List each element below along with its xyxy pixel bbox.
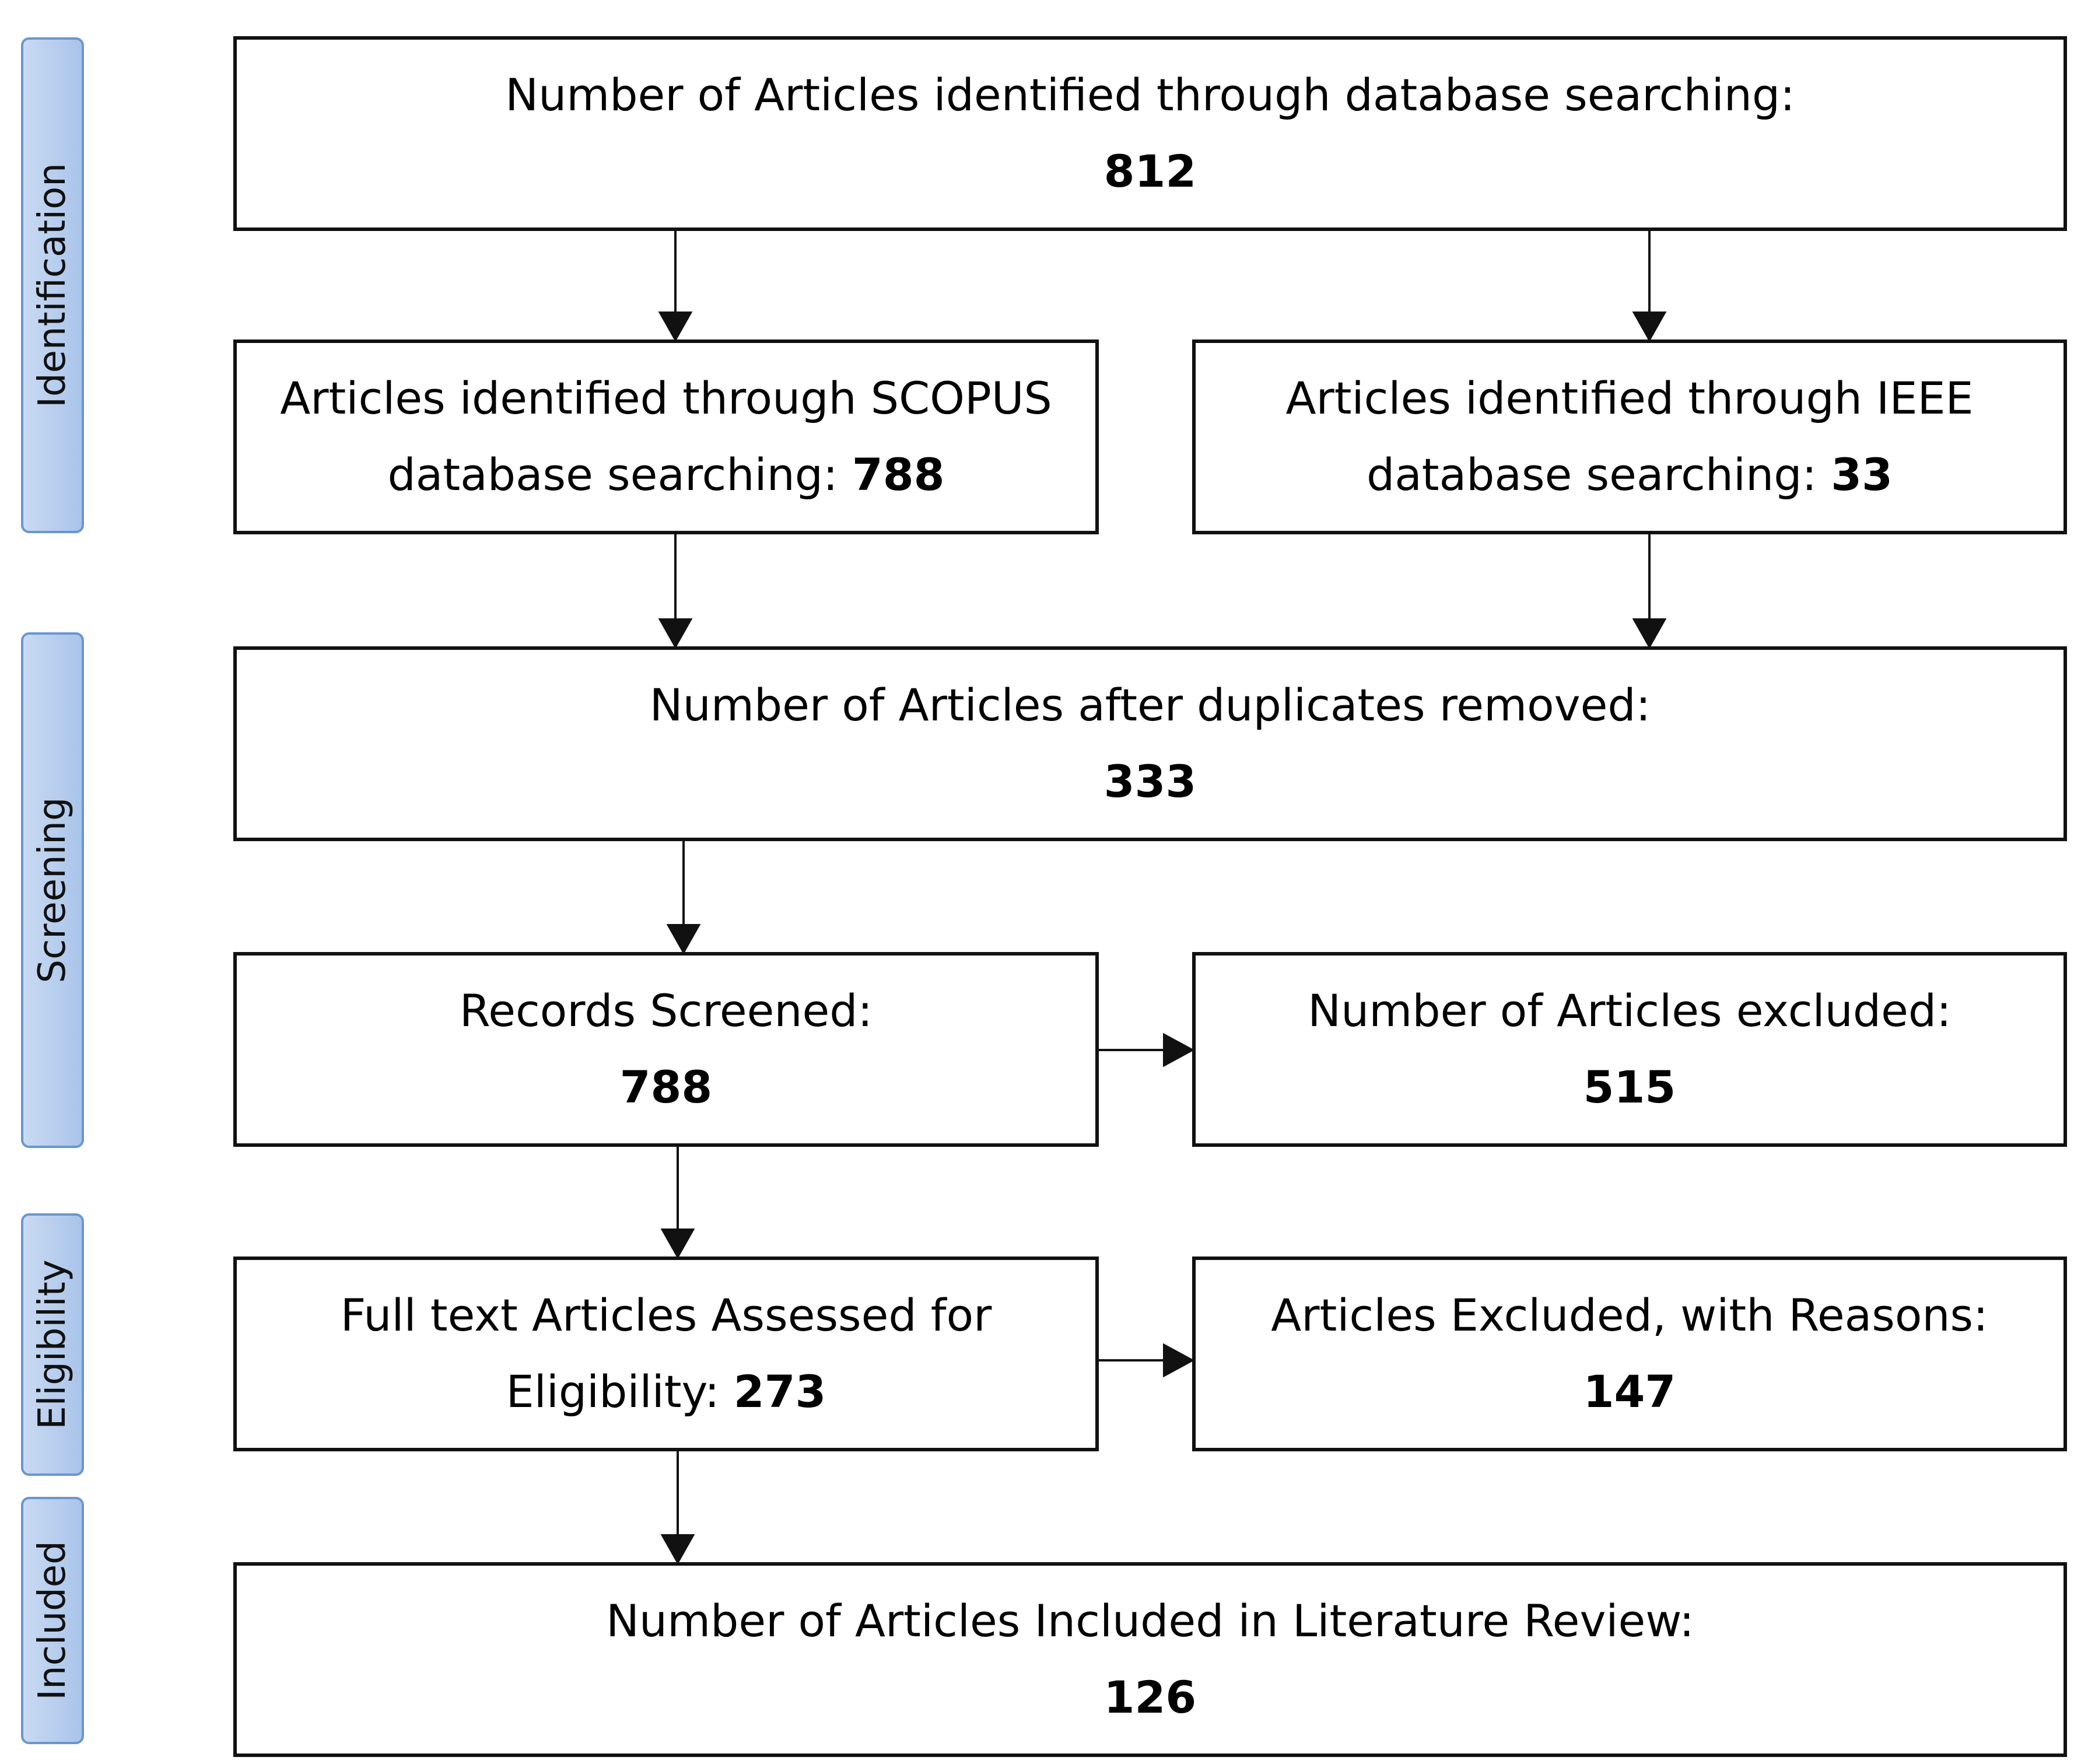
full-text-line2: Eligibility: bbox=[506, 1366, 720, 1418]
box-after-duplicates: Number of Articles after duplicates remo… bbox=[233, 646, 2067, 841]
included-value: 126 bbox=[1103, 1671, 1197, 1723]
stage-screening: Screening bbox=[21, 632, 84, 1148]
ieee-value: 33 bbox=[1831, 449, 1893, 501]
stage-eligibility: Eligibility bbox=[21, 1213, 84, 1476]
full-text-value: 273 bbox=[733, 1366, 826, 1418]
box-included: Number of Articles Included in Literatur… bbox=[233, 1562, 2067, 1757]
scopus-line2: database searching: bbox=[387, 449, 838, 501]
excluded-reasons-label: Articles Excluded, with Reasons: bbox=[1271, 1289, 1988, 1342]
after-duplicates-value: 333 bbox=[1103, 755, 1197, 807]
excluded-reasons-value: 147 bbox=[1583, 1366, 1676, 1418]
box-scopus: Articles identified through SCOPUS datab… bbox=[233, 340, 1099, 534]
excluded-value: 515 bbox=[1583, 1061, 1676, 1113]
box-excluded-with-reasons: Articles Excluded, with Reasons: 147 bbox=[1192, 1256, 2067, 1451]
excluded-label: Number of Articles excluded: bbox=[1308, 985, 1952, 1037]
after-duplicates-label: Number of Articles after duplicates remo… bbox=[649, 679, 1651, 732]
full-text-line1: Full text Articles Assessed for bbox=[340, 1289, 992, 1342]
box-full-text-assessed: Full text Articles Assessed for Eligibil… bbox=[233, 1256, 1099, 1451]
ieee-line1: Articles identified through IEEE bbox=[1285, 372, 1974, 425]
box-records-screened: Records Screened: 788 bbox=[233, 952, 1099, 1147]
scopus-line1: Articles identified through SCOPUS bbox=[280, 372, 1052, 425]
box-articles-identified: Number of Articles identified through da… bbox=[233, 36, 2067, 231]
identified-label: Number of Articles identified through da… bbox=[505, 69, 1795, 121]
ieee-line2: database searching: bbox=[1366, 449, 1817, 501]
screened-value: 788 bbox=[619, 1061, 713, 1113]
included-label: Number of Articles Included in Literatur… bbox=[606, 1595, 1694, 1647]
box-articles-excluded: Number of Articles excluded: 515 bbox=[1192, 952, 2067, 1147]
screened-label: Records Screened: bbox=[459, 985, 873, 1037]
stage-included: Included bbox=[21, 1497, 84, 1744]
identified-value: 812 bbox=[1103, 145, 1197, 197]
stage-identification: Identification bbox=[21, 37, 84, 533]
box-ieee: Articles identified through IEEE databas… bbox=[1192, 340, 2067, 534]
scopus-value: 788 bbox=[852, 449, 945, 501]
